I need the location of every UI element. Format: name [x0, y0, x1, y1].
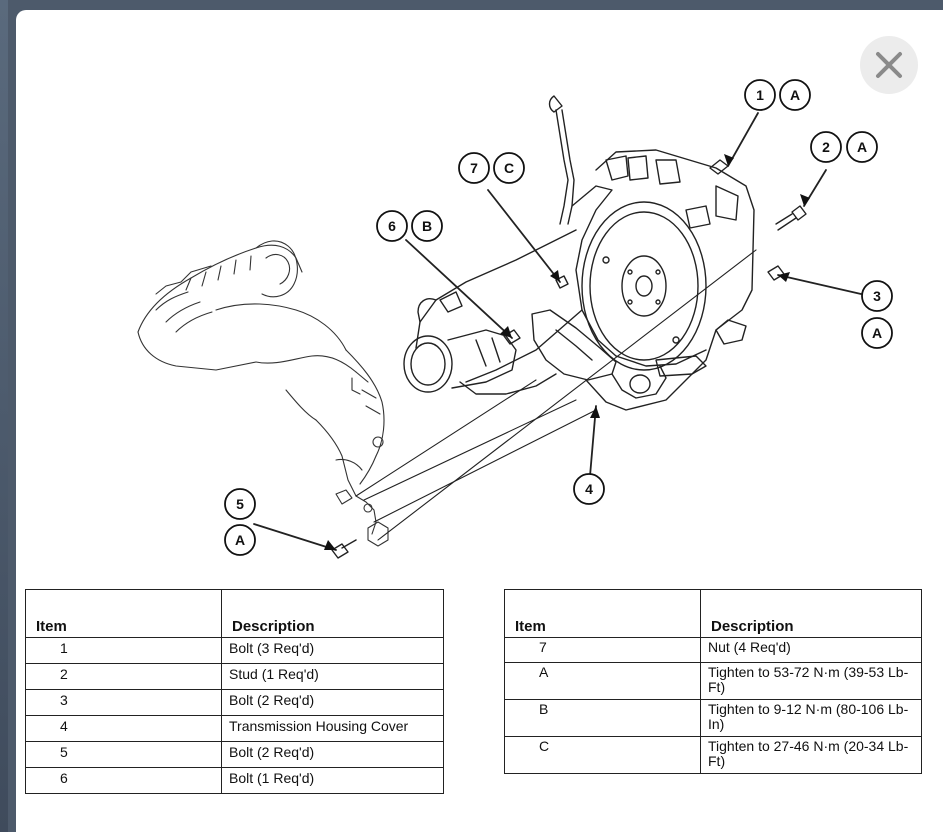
description-cell: Tighten to 27-46 N·m (20-34 Lb-Ft): [700, 736, 922, 774]
table-header-row: Item Description: [25, 589, 444, 638]
item-cell: A: [504, 662, 701, 700]
engine-block-drawing: [137, 240, 389, 547]
table-row: 6 Bolt (1 Req'd): [25, 767, 444, 794]
svg-text:2: 2: [822, 139, 830, 155]
svg-text:3: 3: [873, 288, 881, 304]
callout-3-torque-a: A: [861, 317, 893, 349]
callout-2: 2: [810, 131, 842, 163]
item-cell: 6: [25, 767, 222, 794]
svg-text:A: A: [235, 532, 245, 548]
callout-6: 6: [376, 210, 408, 242]
description-cell: Bolt (2 Req'd): [221, 689, 444, 716]
description-cell: Transmission Housing Cover: [221, 715, 444, 742]
description-cell: Nut (4 Req'd): [700, 637, 922, 663]
close-button[interactable]: [860, 36, 918, 94]
svg-text:A: A: [857, 139, 867, 155]
svg-text:B: B: [422, 218, 432, 234]
item-cell: 4: [25, 715, 222, 742]
item-column-header: Item: [25, 589, 222, 638]
window-edge: [0, 0, 8, 832]
svg-text:7: 7: [470, 160, 478, 176]
description-cell: Tighten to 9-12 N·m (80-106 Lb-In): [700, 699, 922, 737]
description-cell: Tighten to 53-72 N·m (39-53 Lb-Ft): [700, 662, 922, 700]
item-cell: 1: [25, 637, 222, 664]
item-column-header: Item: [504, 589, 701, 638]
table-row: 2 Stud (1 Req'd): [25, 663, 444, 690]
table-row: B Tighten to 9-12 N·m (80-106 Lb-In): [504, 699, 922, 737]
table-row: 5 Bolt (2 Req'd): [25, 741, 444, 768]
description-column-header: Description: [700, 589, 922, 638]
callout-3: 3: [861, 280, 893, 312]
fastener-drawings: [331, 159, 807, 559]
alignment-lines: [355, 249, 757, 541]
item-cell: B: [504, 699, 701, 737]
description-cell: Bolt (2 Req'd): [221, 741, 444, 768]
leader-arrowheads: [324, 154, 810, 550]
callout-7-torque-c: C: [493, 152, 525, 184]
callout-1: 1: [744, 79, 776, 111]
table-row: 4 Transmission Housing Cover: [25, 715, 444, 742]
svg-text:4: 4: [585, 481, 593, 497]
close-icon: [876, 52, 902, 78]
svg-text:6: 6: [388, 218, 396, 234]
table-row: 3 Bolt (2 Req'd): [25, 689, 444, 716]
svg-text:A: A: [790, 87, 800, 103]
item-cell: 5: [25, 741, 222, 768]
svg-text:C: C: [504, 160, 514, 176]
callout-5-torque-a: A: [224, 524, 256, 556]
callout-4: 4: [573, 473, 605, 505]
table-header-row: Item Description: [504, 589, 922, 638]
parts-table-items-7-c: Item Description 7 Nut (4 Req'd) A Tight…: [504, 589, 922, 774]
item-cell: 7: [504, 637, 701, 663]
svg-text:A: A: [872, 325, 882, 341]
description-column-header: Description: [221, 589, 444, 638]
callout-7: 7: [458, 152, 490, 184]
svg-text:5: 5: [236, 496, 244, 512]
image-viewer-sheet: 1 A 2 A 3 A 4: [16, 10, 943, 832]
table-row: C Tighten to 27-46 N·m (20-34 Lb-Ft): [504, 736, 922, 774]
table-row: A Tighten to 53-72 N·m (39-53 Lb-Ft): [504, 662, 922, 700]
table-row: 1 Bolt (3 Req'd): [25, 637, 444, 664]
item-cell: 3: [25, 689, 222, 716]
transmission-exploded-diagram: 1 A 2 A 3 A 4: [137, 79, 893, 559]
transmission-assembly-drawing: [403, 95, 755, 411]
svg-text:1: 1: [756, 87, 764, 103]
table-row: 7 Nut (4 Req'd): [504, 637, 922, 663]
callout-1-torque-a: A: [779, 79, 811, 111]
item-cell: 2: [25, 663, 222, 690]
callout-2-torque-a: A: [846, 131, 878, 163]
parts-table-items-1-6: Item Description 1 Bolt (3 Req'd) 2 Stud…: [25, 589, 444, 794]
description-cell: Bolt (3 Req'd): [221, 637, 444, 664]
callout-5: 5: [224, 488, 256, 520]
callout-6-torque-b: B: [411, 210, 443, 242]
description-cell: Stud (1 Req'd): [221, 663, 444, 690]
callout-leaders: [253, 112, 862, 551]
item-cell: C: [504, 736, 701, 774]
description-cell: Bolt (1 Req'd): [221, 767, 444, 794]
